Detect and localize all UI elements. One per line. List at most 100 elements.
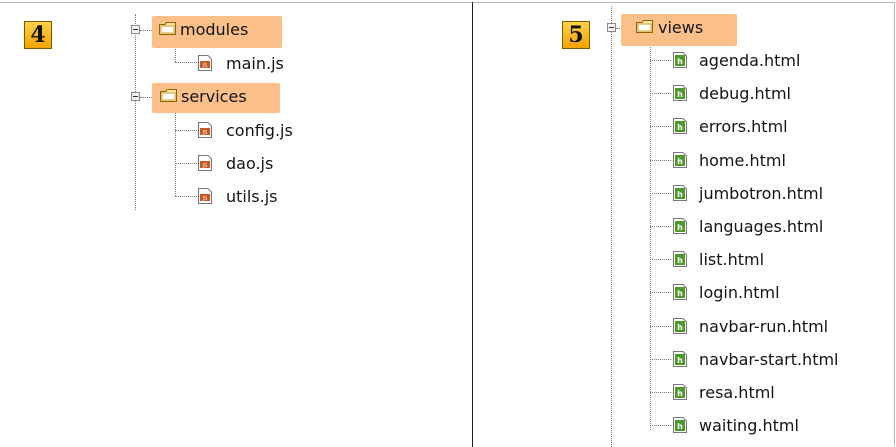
svg-text:h: h (677, 90, 683, 99)
svg-text:JS: JS (202, 196, 208, 202)
tree-file-html[interactable]: h languages.html (671, 213, 891, 241)
tree-connector (650, 359, 671, 360)
tree-file-html[interactable]: h home.html (671, 147, 891, 175)
tree-connector (650, 193, 671, 194)
folder-label: views (658, 18, 704, 37)
html-file-icon: h (673, 351, 687, 367)
tree-file-html[interactable]: h login.html (671, 279, 891, 307)
html-file-icon: h (673, 152, 687, 168)
tree-file-html[interactable]: h agenda.html (671, 47, 891, 75)
html-file-icon: h (673, 384, 687, 400)
tree-file-utils-js[interactable]: JS utils.js (196, 183, 316, 211)
tree-connector (175, 62, 197, 63)
html-file-icon: h (673, 284, 687, 300)
svg-text:h: h (677, 157, 683, 166)
folder-icon (160, 89, 177, 102)
tree-connector (650, 425, 671, 426)
svg-text:h: h (677, 256, 683, 265)
svg-text:JS: JS (202, 130, 208, 136)
svg-text:h: h (677, 389, 683, 398)
file-label: main.js (226, 54, 284, 73)
tree-connector (650, 259, 671, 260)
html-file-icon: h (673, 185, 687, 201)
tree-folder-services[interactable]: services (130, 83, 290, 113)
file-label: home.html (699, 151, 786, 170)
tree-connector (650, 40, 651, 430)
folder-label: modules (180, 20, 249, 39)
tree-connector (650, 392, 671, 393)
html-file-icon: h (673, 251, 687, 267)
right-panel: 5 views h agenda.html h debug.html h errors.h… (473, 0, 896, 447)
svg-text:h: h (677, 190, 683, 199)
tree-connector (650, 93, 671, 94)
svg-text:h: h (677, 57, 683, 66)
tree-file-dao-js[interactable]: JS dao.js (196, 150, 316, 178)
file-label: resa.html (699, 383, 775, 402)
svg-text:h: h (677, 422, 683, 431)
folder-icon (636, 20, 653, 33)
tree-file-html[interactable]: h resa.html (671, 379, 891, 407)
file-label: errors.html (699, 117, 788, 136)
html-file-icon: h (673, 85, 687, 101)
step-badge-5: 5 (562, 21, 590, 49)
tree-connector (611, 6, 612, 447)
tree-file-html[interactable]: h waiting.html (671, 412, 891, 440)
tree-folder-views[interactable]: views (605, 14, 745, 46)
tree-connector (175, 106, 176, 196)
file-label: list.html (699, 250, 765, 269)
tree-connector (175, 163, 197, 164)
file-label: languages.html (699, 217, 824, 236)
file-label: utils.js (226, 187, 278, 206)
folder-label: services (181, 87, 247, 106)
collapse-toggle-icon[interactable] (607, 23, 616, 32)
file-label: waiting.html (699, 416, 799, 435)
file-label: config.js (226, 121, 293, 140)
svg-text:h: h (677, 123, 683, 132)
panel-divider (472, 2, 473, 447)
tree-file-html[interactable]: h errors.html (671, 113, 891, 141)
svg-text:h: h (677, 356, 683, 365)
js-file-icon: JS (198, 188, 212, 204)
tree-connector (175, 38, 176, 62)
tree-file-main-js[interactable]: JS main.js (196, 50, 316, 78)
file-label: navbar-start.html (699, 350, 839, 369)
tree-connector (140, 30, 152, 31)
svg-text:h: h (677, 289, 683, 298)
tree-connector (650, 326, 671, 327)
tree-connector (650, 226, 671, 227)
html-file-icon: h (673, 417, 687, 433)
svg-text:h: h (677, 323, 683, 332)
tree-file-html[interactable]: h debug.html (671, 80, 891, 108)
html-file-icon: h (673, 118, 687, 134)
file-label: login.html (699, 283, 780, 302)
tree-connector (135, 14, 136, 210)
file-label: agenda.html (699, 51, 801, 70)
file-label: dao.js (226, 154, 274, 173)
tree-connector (650, 60, 671, 61)
html-file-icon: h (673, 218, 687, 234)
tree-file-html[interactable]: h list.html (671, 246, 891, 274)
folder-icon (159, 22, 176, 35)
tree-file-config-js[interactable]: JS config.js (196, 117, 316, 145)
html-file-icon: h (673, 318, 687, 334)
left-panel: 4 modules JS main.js services (24, 14, 316, 211)
tree-connector (650, 292, 671, 293)
js-file-icon: JS (198, 122, 212, 138)
svg-text:JS: JS (202, 163, 208, 169)
file-label: jumbotron.html (699, 184, 824, 203)
js-file-icon: JS (198, 55, 212, 71)
file-label: debug.html (699, 84, 791, 103)
collapse-toggle-icon[interactable] (131, 25, 140, 34)
tree-file-html[interactable]: h navbar-start.html (671, 346, 891, 374)
tree-connector (175, 196, 197, 197)
tree-connector (650, 126, 671, 127)
tree-connector (650, 160, 671, 161)
step-badge-4: 4 (24, 21, 52, 49)
js-file-icon: JS (198, 155, 212, 171)
tree-folder-modules[interactable]: modules (130, 16, 290, 48)
svg-text:JS: JS (202, 63, 208, 69)
collapse-toggle-icon[interactable] (131, 92, 140, 101)
tree-file-html[interactable]: h jumbotron.html (671, 180, 891, 208)
